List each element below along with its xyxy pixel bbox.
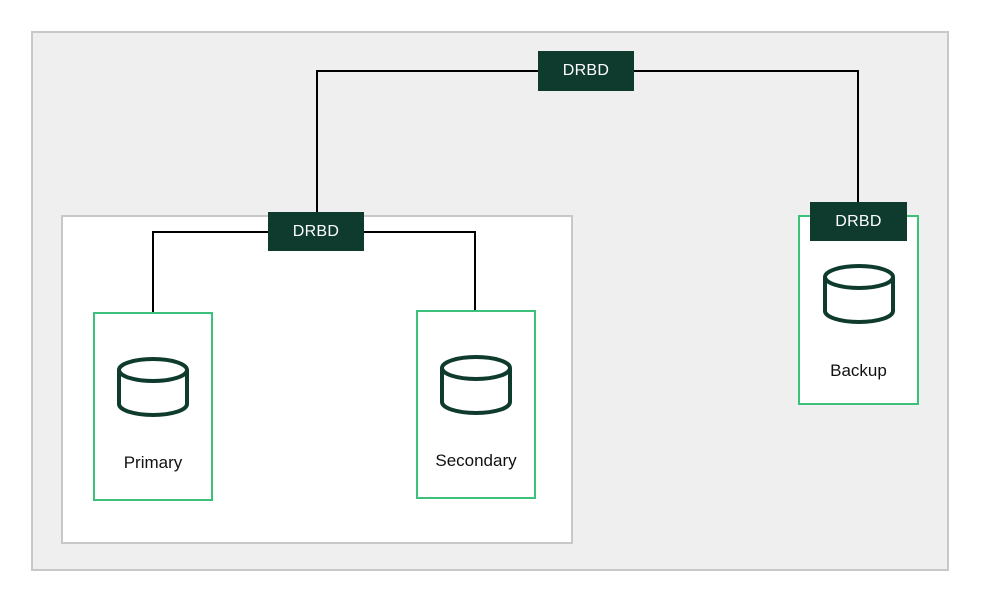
backup-node[interactable]: Backup	[798, 215, 919, 405]
database-icon	[440, 355, 512, 415]
drbd-backup-tag: DRBD	[810, 202, 907, 241]
top-link-line	[316, 70, 538, 212]
primary-label: Primary	[123, 453, 183, 472]
database-icon	[117, 357, 189, 417]
drbd-top-tag: DRBD	[538, 51, 634, 91]
database-icon	[823, 264, 895, 324]
backup-label: Backup	[830, 361, 887, 380]
primary-node[interactable]: Primary	[93, 312, 213, 501]
secondary-label: Secondary	[435, 451, 517, 470]
secondary-node[interactable]: Secondary	[416, 310, 536, 499]
top-link-line-right	[634, 70, 859, 203]
drbd-local-tag: DRBD	[268, 212, 364, 251]
